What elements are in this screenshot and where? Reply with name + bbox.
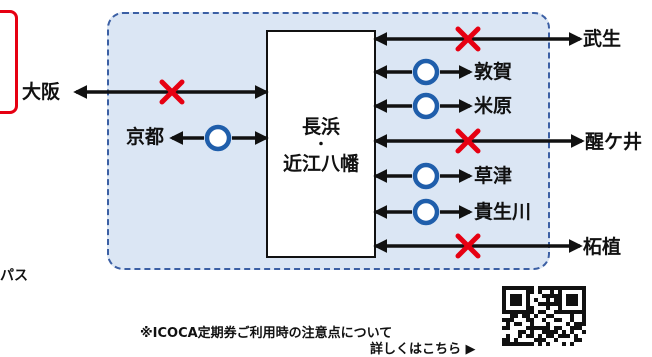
qr-code-icon[interactable] [0,0,652,348]
station-maibara: 米原 [474,95,513,117]
cross-ng-icon [455,233,481,259]
station-kusatsu: 草津 [474,165,513,187]
circle-ok-icon [204,124,232,152]
red-frame-fragment [0,10,18,114]
circle-ok-icon [412,92,440,120]
cross-ng-icon [159,79,185,105]
station-kibukawa: 貴生川 [474,201,532,223]
station-samegai: 醒ケ井 [585,131,643,153]
station-takefu: 武生 [583,28,622,50]
icoca-note: ※ICOCA定期券ご利用時の注意点について [140,326,393,341]
hub-name-separator: ・ [314,137,328,153]
hub-name-line2: 近江八幡 [282,153,359,175]
cross-ng-icon [455,128,481,154]
route-diagram [73,26,585,259]
hub-name-line1: 長浜 [301,116,340,138]
station-kyoto: 京都 [126,126,165,148]
circle-ok-icon [412,58,440,86]
left-cut-text: パス [0,268,28,284]
station-osaka: 大阪 [22,81,61,103]
cross-ng-icon [455,26,481,52]
station-tsuge: 柘植 [583,236,622,258]
circle-ok-icon [412,198,440,226]
station-tsuruga: 敦賀 [474,61,513,83]
circle-ok-icon [412,162,440,190]
